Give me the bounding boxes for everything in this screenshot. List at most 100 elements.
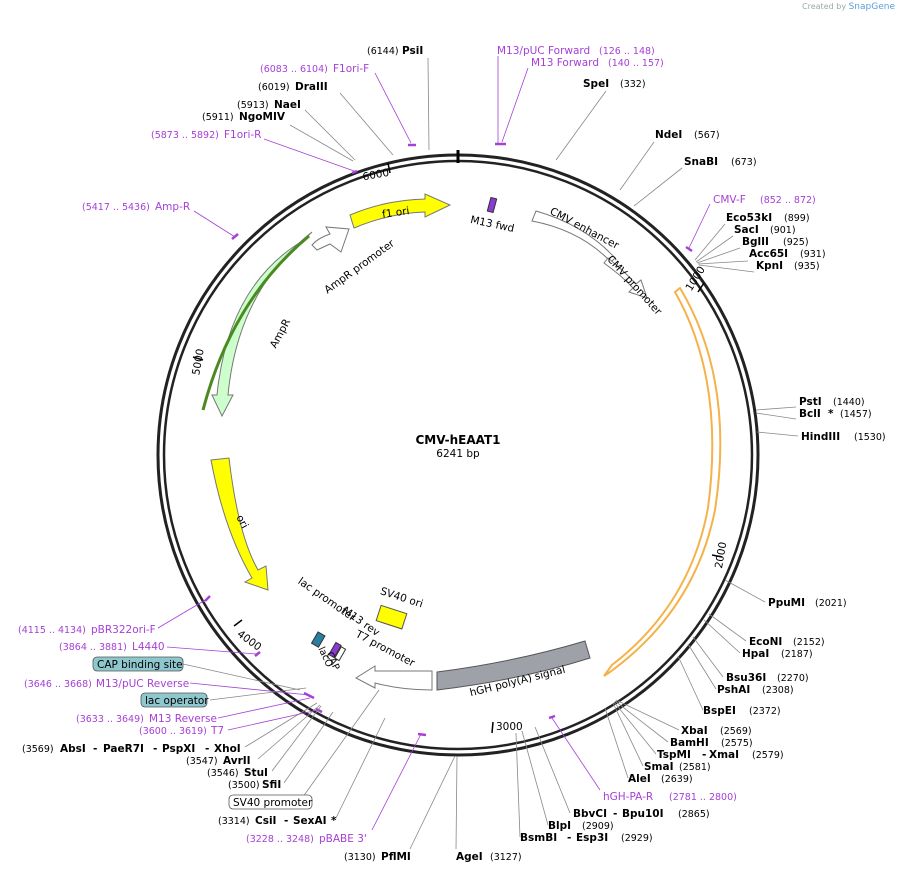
leader-psti <box>755 406 797 411</box>
leader-m13-forward <box>501 67 529 143</box>
site-kpni-pos: (935) <box>794 261 820 272</box>
leader-sfii <box>283 711 334 784</box>
leader-saci <box>695 235 734 263</box>
site-stui-name: StuI <box>244 767 268 779</box>
site-ngomiv-name: NgoMIV <box>239 111 286 123</box>
site-ppumi-pos: (2021) <box>815 598 847 609</box>
site-eco53ki-name: Eco53kI <box>726 212 772 224</box>
tick-4000 <box>233 619 243 627</box>
primer-mark-hgh-pa-r <box>548 714 556 720</box>
site-psii: (6144) PsiI <box>367 45 423 57</box>
site-hpai: HpaI (2187) <box>742 648 813 660</box>
leader-blpi <box>521 730 549 826</box>
primer-m13-reverse-name: M13 Reverse <box>149 713 217 725</box>
primer-t7-range: (3600 .. 3619) <box>139 726 207 737</box>
site-bglii-pos: (925) <box>783 237 809 248</box>
site-bcli-name: BclI <box>799 408 821 420</box>
primer-pbr322ori-f-range: (4115 .. 4134) <box>18 625 86 636</box>
credit-brand: SnapGene <box>848 2 895 12</box>
site-acc65i: Acc65I (931) <box>749 248 826 260</box>
cap-binding-site-bg <box>92 656 184 672</box>
cmv-promoter-label: CMV promoter <box>604 253 664 318</box>
site-stui-pos: (3546) <box>207 768 239 779</box>
site-bsu36i-pos: (2270) <box>777 673 809 684</box>
primer-m13puc-rev: (3646 .. 3668) M13/pUC Reverse <box>24 678 189 690</box>
leader-f1ori-r <box>263 138 355 172</box>
sv40-promoter-arrow <box>355 665 433 691</box>
site-absi-name: AbsI <box>60 743 86 755</box>
site-smai-name: SmaI <box>644 761 674 773</box>
site-absi-sep2: - <box>153 743 157 755</box>
leader-psii <box>427 57 430 151</box>
leader-hgh-pa-r <box>551 717 601 791</box>
site-bamhi-pos: (2575) <box>721 738 753 749</box>
site-alei: AleI (2639) <box>628 773 693 785</box>
site-econi-pos: (2152) <box>793 637 825 648</box>
site-bspei: BspEI (2372) <box>703 705 781 717</box>
leader-cmv-f <box>688 203 711 249</box>
site-saci-pos: (901) <box>770 225 796 236</box>
site-pshai-name: PshAI <box>717 684 750 696</box>
site-snabi-name: SnaBI <box>684 156 718 168</box>
primer-marks <box>204 142 693 737</box>
site-csii: (3314) CsiI - SexAI * <box>218 815 337 827</box>
snapgene-credit: Created by SnapGene <box>802 2 895 12</box>
sv40-promoter-box: SV40 promoter <box>228 794 313 810</box>
site-hindiii-pos: (1530) <box>854 432 886 443</box>
site-absi-sep: - <box>93 743 97 755</box>
site-pflmi: (3130) PflMI <box>344 851 411 863</box>
primer-l4440-range: (3864 .. 3881) <box>59 642 127 653</box>
primer-mark-l4440 <box>254 651 261 657</box>
primer-leader-lines <box>157 56 711 831</box>
leader-amp-r <box>193 210 236 238</box>
site-agei: AgeI (3127) <box>456 851 522 863</box>
leader-cap <box>182 663 301 691</box>
primer-l4440-name: L4440 <box>132 641 165 653</box>
site-tspmi-name: TspMI <box>657 749 691 761</box>
primer-l4440: (3864 .. 3881) L4440 <box>59 641 165 653</box>
sv40-promoter-bg <box>228 794 313 810</box>
site-bsmbi-pos: (2929) <box>621 833 653 844</box>
plasmid-name: CMV-hEAAT1 <box>415 433 500 447</box>
site-pshai-pos: (2308) <box>762 685 794 696</box>
site-bsu36i: Bsu36I (2270) <box>726 672 809 684</box>
site-sfii-name: SfiI <box>262 779 281 791</box>
primer-m13-forward-range: (140 .. 157) <box>608 58 664 69</box>
site-econi-name: EcoNI <box>749 636 782 648</box>
f1-ori-label: f1 ori <box>381 205 410 221</box>
site-absi-name2: PaeR7I <box>103 743 144 755</box>
lac-operator-mark <box>310 631 326 648</box>
site-bbvci-pos: (2865) <box>678 809 710 820</box>
primer-m13-reverse-range: (3633 .. 3649) <box>76 714 144 725</box>
site-csii-star: * <box>331 815 337 827</box>
leader-snabi <box>633 167 683 207</box>
leader-bbvci <box>534 726 571 814</box>
tick-1000 <box>697 282 705 293</box>
tick-3000 <box>491 721 494 734</box>
site-snabi: SnaBI (673) <box>684 156 757 168</box>
primer-m13-forward: M13 Forward (140 .. 157) <box>531 57 664 69</box>
tick-5000 <box>192 356 204 361</box>
site-bcli: BclI * (1457) <box>799 408 872 420</box>
site-sfii: (3500) SfiI <box>228 779 281 791</box>
site-ndei: NdeI (567) <box>655 129 720 141</box>
site-blpi-name: BlpI <box>548 820 571 832</box>
leader-hpai <box>703 619 741 654</box>
primer-pbabe3: (3228 .. 3248) pBABE 3' <box>246 833 367 845</box>
ampr-label: AmpR <box>268 317 293 350</box>
primer-mark-m13rev <box>303 691 315 700</box>
site-csii-name2: SexAI <box>293 815 327 827</box>
site-snabi-pos: (673) <box>731 157 757 168</box>
leader-m13puc-rev <box>189 682 310 696</box>
primer-f1ori-r-name: F1ori-R <box>224 129 261 141</box>
site-bglii: BglII (925) <box>742 236 809 248</box>
primer-cmv-f: CMV-F (852 .. 872) <box>713 194 816 206</box>
leader-draiii <box>339 92 394 156</box>
site-bsmbi-sep: - <box>567 832 571 844</box>
primer-mark-cmv-f <box>685 245 693 253</box>
site-saci: SacI (901) <box>734 224 796 236</box>
primer-f1ori-f-name: F1ori-F <box>333 63 369 75</box>
sv40-promoter-label: SV40 promoter <box>233 797 313 809</box>
site-avrii-pos: (3547) <box>186 756 218 767</box>
